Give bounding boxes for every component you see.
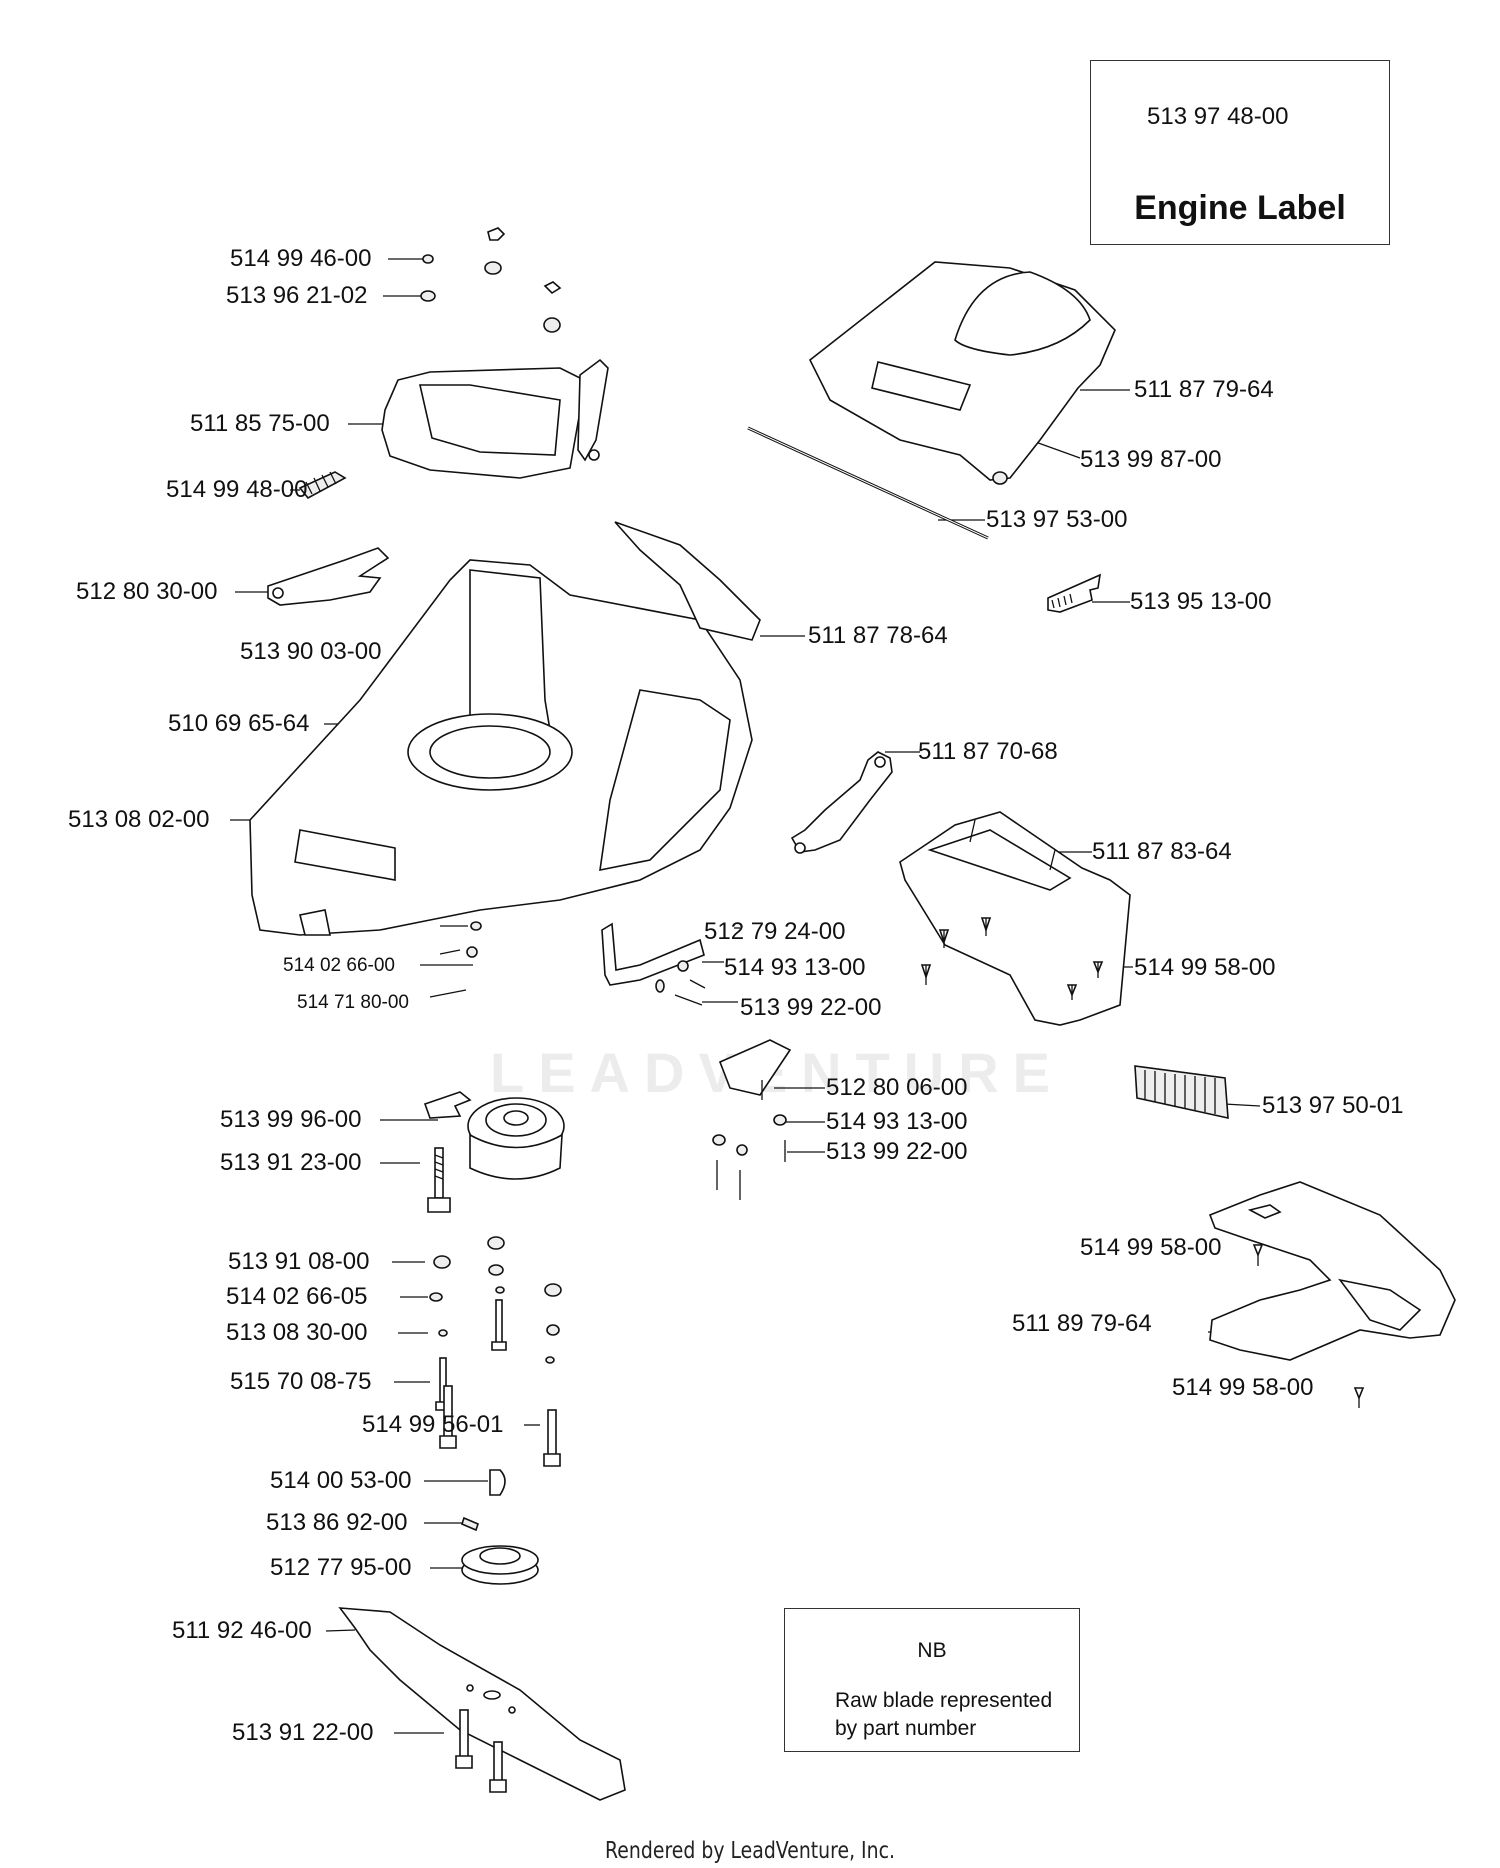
set-screw — [461, 1516, 479, 1532]
clutch-arm — [423, 1091, 472, 1119]
lever — [267, 547, 390, 606]
tray — [899, 811, 1131, 1026]
part-label: 513 08 30-00 — [226, 1319, 368, 1346]
part-label: 511 87 78-64 — [808, 622, 948, 649]
part-label: 514 99 58-00 — [1134, 954, 1276, 981]
part-label: 513 86 92-00 — [266, 1509, 408, 1536]
part-label: 514 02 66-05 — [226, 1283, 368, 1310]
decal-strip — [1134, 1065, 1229, 1120]
plate — [718, 1039, 792, 1096]
part-label: 513 97 53-00 — [986, 506, 1128, 533]
part-label: 511 87 79-64 — [1134, 376, 1274, 403]
part-label: 515 70 08-75 — [230, 1368, 372, 1395]
deflector — [614, 521, 761, 641]
key — [489, 1469, 506, 1496]
engine-label-title: Engine Label — [1134, 189, 1346, 227]
leader-lines — [230, 95, 1337, 1734]
part-label: 513 90 03-00 — [240, 638, 382, 665]
part-label: 513 91 22-00 — [232, 1719, 374, 1746]
part-label: 513 97 50-01 — [1262, 1092, 1404, 1119]
part-label: 513 99 22-00 — [826, 1138, 968, 1165]
part-label: 514 99 58-00 — [1080, 1234, 1222, 1261]
nuts-top — [420, 227, 562, 333]
part-label: 514 99 46-00 — [230, 245, 372, 272]
part-label: 514 71 80-00 — [297, 992, 409, 1013]
note-title: NB — [917, 1639, 947, 1662]
part-label: 513 99 22-00 — [740, 994, 882, 1021]
part-label: 514 99 56-01 — [362, 1411, 504, 1438]
engine-label-box: 513 97 48-00 Engine Label — [1090, 60, 1390, 245]
part-label: 513 99 87-00 — [1080, 446, 1222, 473]
part-label: 511 87 70-68 — [918, 738, 1058, 765]
part-label: 513 96 21-02 — [226, 282, 368, 309]
part-label: 514 99 48-00 — [166, 476, 308, 503]
part-label: 510 69 65-64 — [168, 710, 310, 737]
blade — [338, 1607, 626, 1801]
part-label: 514 02 66-00 — [283, 955, 395, 976]
bracket-rail — [790, 751, 893, 853]
engine-label-part-number: 513 97 48-00 — [1147, 103, 1289, 130]
note-text: Raw blade represented by part number — [835, 1689, 1053, 1740]
part-label: 513 99 96-00 — [220, 1106, 362, 1133]
part-label: 513 91 08-00 — [228, 1248, 370, 1275]
bracket-small — [601, 922, 705, 986]
part-label: 511 92 46-00 — [172, 1617, 312, 1644]
tray-screws — [920, 917, 1104, 1000]
part-label: 512 80 30-00 — [76, 578, 218, 605]
part-label: 514 99 58-00 — [1172, 1374, 1314, 1401]
footer-credit: Rendered by LeadVenture, Inc. — [605, 1838, 895, 1864]
hardware-stack — [429, 1236, 562, 1411]
part-label: 513 08 02-00 — [68, 806, 210, 833]
clip — [1047, 573, 1102, 613]
part-label: 512 79 24-00 — [704, 918, 846, 945]
part-label: 513 91 23-00 — [220, 1149, 362, 1176]
part-label: 512 77 95-00 — [270, 1554, 412, 1581]
note-box: NB Raw blade represented by part number — [784, 1608, 1080, 1752]
part-label: 514 93 13-00 — [826, 1108, 968, 1135]
part-label: 511 89 79-64 — [1012, 1310, 1152, 1337]
blade-housing — [1208, 1181, 1456, 1361]
part-label: 513 95 13-00 — [1130, 588, 1272, 615]
part-label: 512 80 06-00 — [826, 1074, 968, 1101]
part-label: 511 85 75-00 — [190, 410, 330, 437]
part-label: 511 87 83-64 — [1092, 838, 1232, 865]
part-label: 514 00 53-00 — [270, 1467, 412, 1494]
part-label: 514 93 13-00 — [724, 954, 866, 981]
